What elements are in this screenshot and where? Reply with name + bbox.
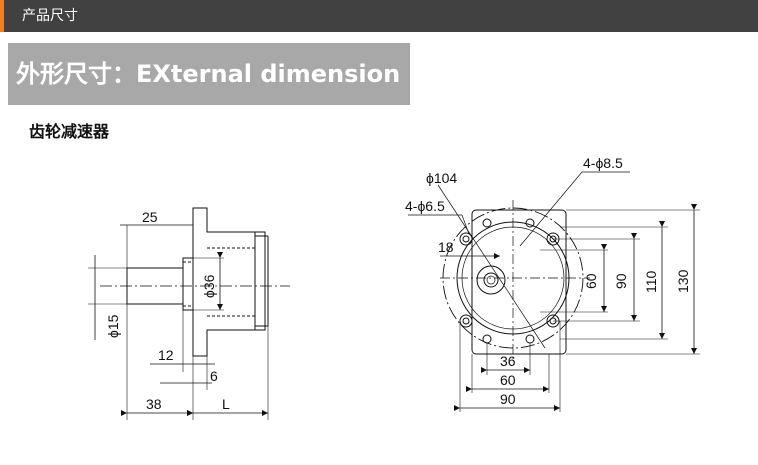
dim-6: 6 [210,368,218,384]
dim-h90: 90 [500,391,516,407]
flange-holes [482,218,535,344]
dim-phi104: ϕ104 [426,170,457,186]
mounting-holes [459,232,560,328]
side-view-labels: 25 ϕ36 ϕ15 12 6 38 L [105,209,230,412]
phi104-leader [437,184,546,349]
dim-18: 18 [438,239,454,255]
front-view-labels: ϕ104 4-ϕ8.5 4-ϕ6.5 18 60 90 110 130 36 6… [405,155,691,407]
front-view [408,171,700,412]
boss-outline [182,257,194,311]
dim-v130: 130 [675,269,691,293]
top-bar-title: 产品尺寸 [22,8,78,24]
dim-4-phi8-5: 4-ϕ8.5 [583,155,623,171]
body-outline [254,231,266,331]
boss-circle [476,265,506,295]
gear-reducer-title: 齿轮减速器 [29,122,110,141]
dim-h60: 60 [500,372,516,388]
phi85-leader [519,171,583,247]
dim-h36: 36 [500,353,516,369]
flange-square [471,209,567,355]
dim-38: 38 [146,396,162,412]
phi65-leader [461,214,470,235]
pcd-circle [442,207,584,349]
dim-v60: 60 [583,273,599,289]
shaft-circle [483,272,499,288]
dim-phi36: ϕ36 [201,274,217,298]
top-bar: 产品尺寸 [0,0,758,32]
dim-4-phi6-5: 4-ϕ6.5 [405,198,445,214]
external-dimension-title: 外形尺寸：EXternal dimension [16,60,401,88]
dim-v110: 110 [643,270,659,293]
side-view [88,207,290,420]
dim-v90: 90 [613,273,629,289]
external-dimension-header: 外形尺寸：EXternal dimension [8,43,410,105]
dim-12: 12 [158,347,174,363]
dim-phi15: ϕ15 [105,314,121,338]
dim-25: 25 [142,209,158,225]
dim-L: L [222,396,230,412]
